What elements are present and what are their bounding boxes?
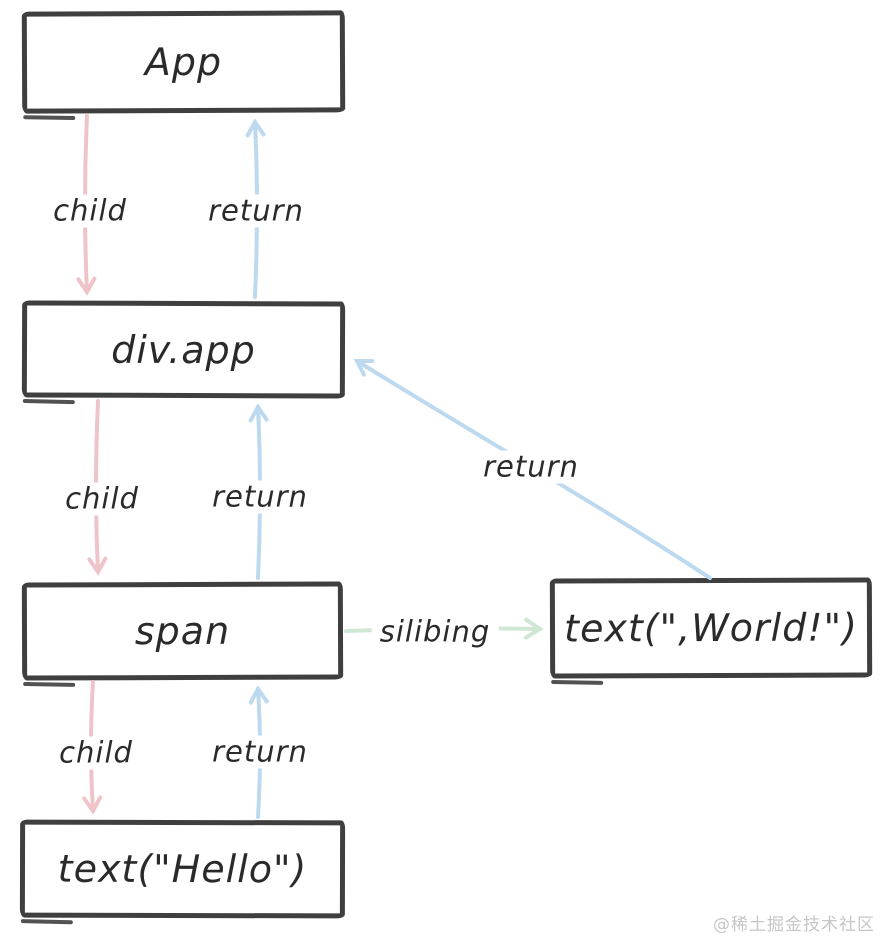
node-app: App xyxy=(21,10,346,114)
edge-label-return-1: return xyxy=(200,194,312,228)
node-span-label: span xyxy=(134,608,231,654)
edge-label-return-3: return xyxy=(204,735,316,769)
edge-label-child-3: child xyxy=(51,736,141,770)
edge-label-child-1: child xyxy=(45,194,135,228)
edge-label-sibling: silibing xyxy=(371,615,499,649)
node-text-hello-label: text("Hello") xyxy=(57,846,308,892)
node-text-world-label: text(",World!") xyxy=(564,605,858,651)
node-app-label: App xyxy=(144,39,223,85)
node-text-hello: text("Hello") xyxy=(19,819,346,919)
node-div-app-label: div.app xyxy=(111,327,256,372)
node-span: span xyxy=(21,581,344,681)
edge-label-return-diagonal: return xyxy=(475,450,587,484)
node-text-world: text(",World!") xyxy=(549,577,873,679)
watermark: @稀土掘金技术社区 xyxy=(713,915,875,935)
edge-label-child-2: child xyxy=(57,482,147,516)
node-div-app: div.app xyxy=(21,300,346,399)
edge-label-return-2: return xyxy=(204,480,316,514)
